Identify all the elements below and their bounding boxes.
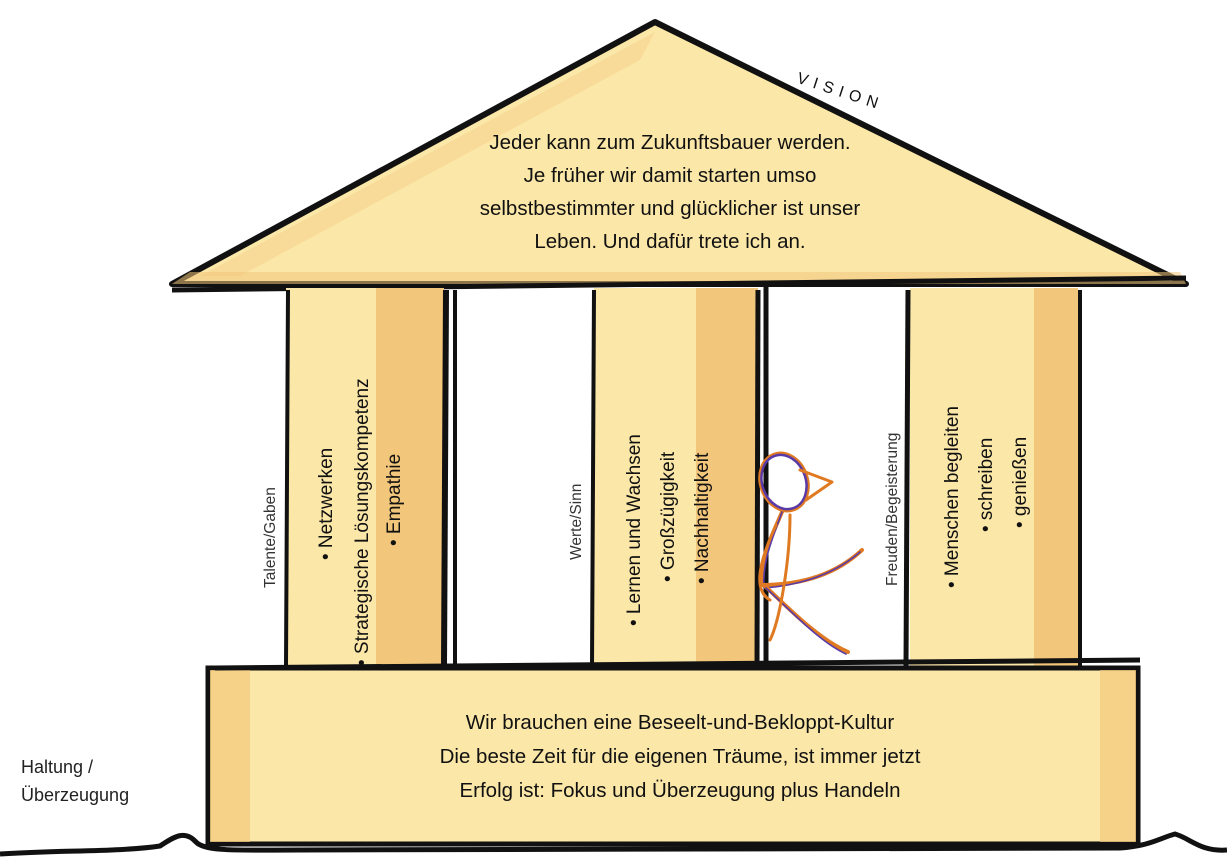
pillar-label-freuden: Freuden/Begeisterung (884, 432, 901, 586)
foundation-line: Die beste Zeit für die eigenen Träume, i… (439, 745, 921, 768)
haltung-line-2: Überzeugung (21, 785, 130, 805)
figure-arm (758, 523, 778, 602)
pillar-item: • Großzügigkeit (658, 451, 679, 582)
pillar-item: • Nachhaltigkeit (692, 452, 713, 584)
pillar-freuden-shade (1034, 288, 1078, 668)
pillar-item: • schreiben (976, 437, 997, 532)
pillar-item: • Netzwerken (316, 447, 337, 560)
vision-line: Je früher wir damit starten umso (523, 164, 817, 187)
stick-figure (758, 451, 864, 655)
pillar-label-werte: Werte/Sinn (568, 483, 585, 560)
pillar-label-talente: Talente/Gaben (262, 487, 279, 588)
foundation-block (205, 665, 1141, 847)
foundation-shade-right (1100, 670, 1136, 842)
foundation-shade (210, 670, 250, 842)
figure-head (759, 453, 809, 511)
haltung-line-1: Haltung / (21, 757, 94, 777)
pillar-item: • genießen (1010, 436, 1031, 528)
vision-line: selbstbestimmter und glücklicher ist uns… (479, 197, 861, 220)
vision-line: Jeder kann zum Zukunftsbauer werden. (489, 131, 851, 154)
figure-body (759, 510, 864, 587)
pillar-item: • Menschen begleiten (942, 406, 963, 588)
ground-line (0, 831, 1227, 857)
foundation-statement: Wir brauchen eine Beseelt-und-Bekloppt-K… (340, 706, 1020, 808)
pillar-werte-shade (696, 288, 758, 668)
figure-nose (798, 468, 834, 502)
foundation-line: Erfolg ist: Fokus und Überzeugung plus H… (459, 779, 901, 802)
figure-leg-2 (768, 513, 792, 642)
roof-shade-left (200, 32, 655, 276)
haltung-label: Haltung / Überzeugung (21, 753, 129, 809)
pillar-item: • Strategische Lösungskompetenz (352, 378, 373, 666)
vision-statement: Jeder kann zum Zukunftsbauer werden. Je … (400, 126, 940, 258)
vision-line: Leben. Und dafür trete ich an. (534, 230, 806, 253)
foundation-line: Wir brauchen eine Beseelt-und-Bekloppt-K… (465, 711, 895, 734)
pillar-talente-shade (376, 288, 444, 668)
pillar-item: • Empathie (384, 453, 405, 546)
pillar-item: • Lernen und Wachsen (624, 434, 645, 626)
